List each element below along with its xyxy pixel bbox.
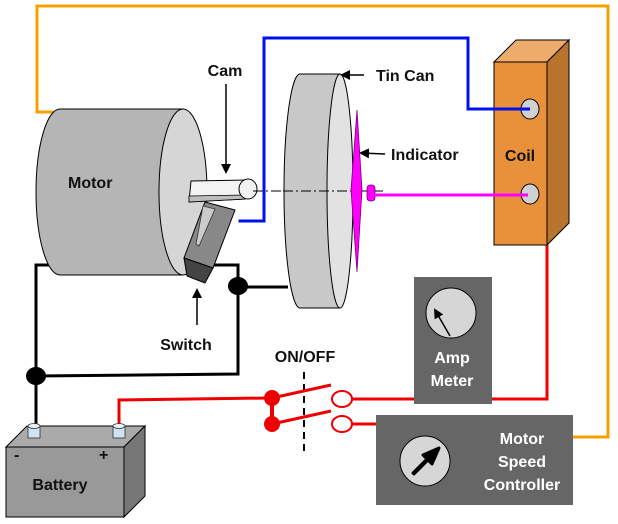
black-wire-loop [34,263,240,378]
battery: - + Battery [4,423,147,519]
battery-label: Battery [32,477,87,494]
switch-blade-bottom [271,409,332,426]
controller-label-line1: Motor [500,431,544,448]
black-wire-motor-to-battery [34,263,52,428]
red-wire-coil-to-meter [489,242,549,401]
speed-knob-arrow-icon [411,446,441,476]
amp-meter-label-line2: Meter [431,373,474,390]
motor-label: Motor [68,175,112,192]
switch-blade-top [271,383,332,400]
battery-terminal-negative [27,423,41,439]
junction-dot [228,277,248,295]
indicator-pointer-arrow [359,148,386,159]
coil-label: Coil [505,148,535,165]
amp-meter: Amp Meter [414,277,492,404]
switch-pivot-top [264,390,280,406]
orange-wire [35,4,610,439]
battery-plus-label: + [99,447,108,464]
red-wire-battery-to-switch [117,396,270,429]
tin-can-label: Tin Can [376,68,434,85]
coil: Coil [492,38,571,247]
battery-minus-label: - [14,447,19,464]
meter-dial [425,287,477,339]
switch-pivot-bottom [264,416,280,432]
cam-label: Cam [208,63,243,80]
motor: Motor [35,108,208,276]
amp-meter-label-line1: Amp [434,350,470,367]
on-off-switch: ON/OFF [264,349,353,454]
motor-speed-controller: Motor Speed Controller [376,415,573,505]
battery-terminal-positive [112,423,126,439]
controller-label-line2: Speed [498,454,546,471]
controller-label-line3: Controller [484,477,560,494]
meter-needle [434,308,451,337]
switch-label: Switch [160,337,212,354]
cam-switch [183,201,236,284]
switch-contact-bottom [331,415,353,433]
junction-dot [26,367,46,385]
indicator-label: Indicator [391,147,459,164]
on-off-label: ON/OFF [275,349,336,366]
cam [188,178,258,203]
switch-contact-top [331,390,353,408]
